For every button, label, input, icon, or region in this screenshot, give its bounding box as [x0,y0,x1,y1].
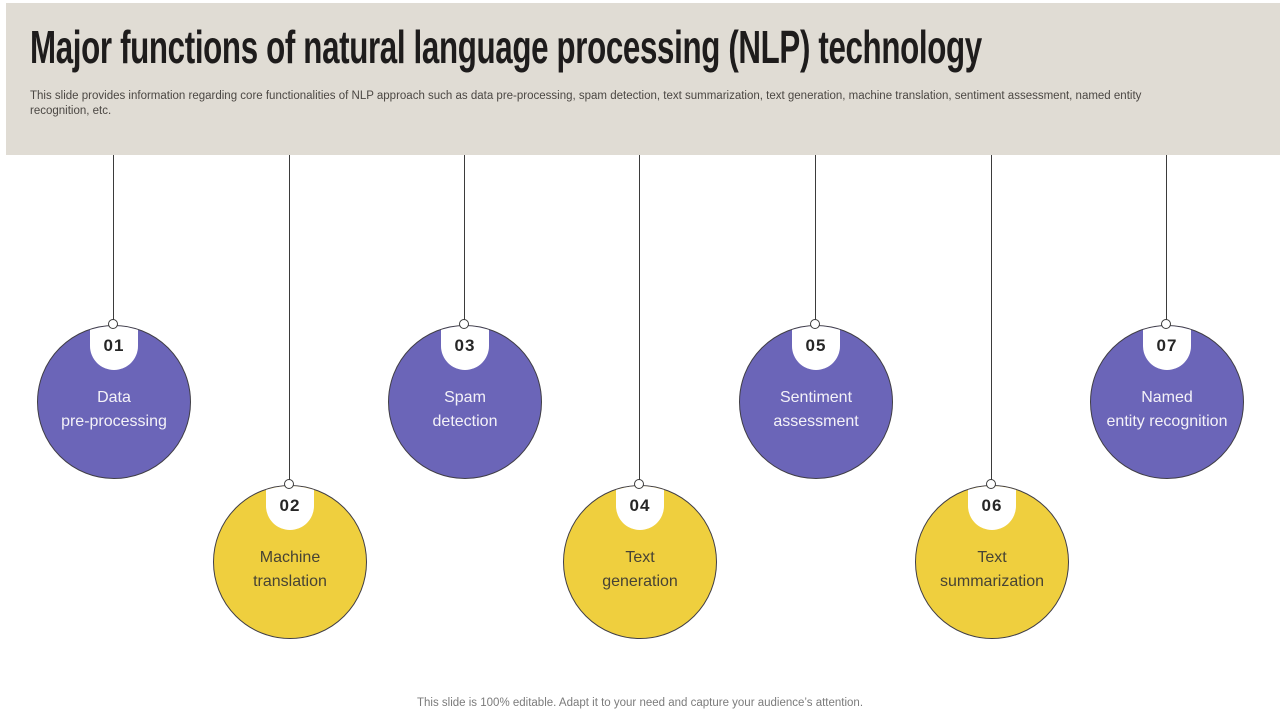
hanging-string [1166,155,1167,325]
step-number: 02 [279,496,301,515]
function-label: Named entity recognition [1106,389,1228,430]
step-number: 05 [805,336,827,355]
function-circle: 03 Spam detection [388,325,542,479]
number-tab: 04 [616,486,664,530]
string-ring-icon [1161,319,1171,329]
hanging-string [639,155,640,485]
step-number: 04 [629,496,651,515]
hanging-string [113,155,114,325]
string-ring-icon [108,319,118,329]
step-number: 07 [1156,336,1178,355]
function-circle: 07 Named entity recognition [1090,325,1244,479]
function-label: Data pre-processing [61,389,167,430]
function-label: Text generation [602,549,678,590]
hanging-string [815,155,816,325]
slide-title: Major functions of natural language proc… [30,21,982,73]
hanging-string [289,155,290,485]
string-ring-icon [284,479,294,489]
function-circle: 02 Machine translation [213,485,367,639]
string-ring-icon [459,319,469,329]
slide-subtitle: This slide provides information regardin… [30,90,1142,117]
number-tab: 07 [1143,326,1191,370]
string-ring-icon [810,319,820,329]
step-number: 01 [103,336,125,355]
slide-footer-note: This slide is 100% editable. Adapt it to… [416,697,864,709]
number-tab: 01 [90,326,138,370]
slide-header: Major functions of natural language proc… [6,3,1280,155]
number-tab: 05 [792,326,840,370]
string-ring-icon [634,479,644,489]
function-circle: 06 Text summarization [915,485,1069,639]
string-ring-icon [986,479,996,489]
function-circle: 01 Data pre-processing [37,325,191,479]
hanging-string [464,155,465,325]
function-label: Spam detection [432,389,498,430]
function-circle: 05 Sentiment assessment [739,325,893,479]
step-number: 06 [981,496,1003,515]
hanging-string [991,155,992,485]
function-label: Text summarization [939,549,1045,590]
step-number: 03 [454,336,476,355]
function-label: Machine translation [253,549,327,590]
number-tab: 06 [968,486,1016,530]
number-tab: 02 [266,486,314,530]
number-tab: 03 [441,326,489,370]
function-circle: 04 Text generation [563,485,717,639]
function-label: Sentiment assessment [773,389,859,430]
